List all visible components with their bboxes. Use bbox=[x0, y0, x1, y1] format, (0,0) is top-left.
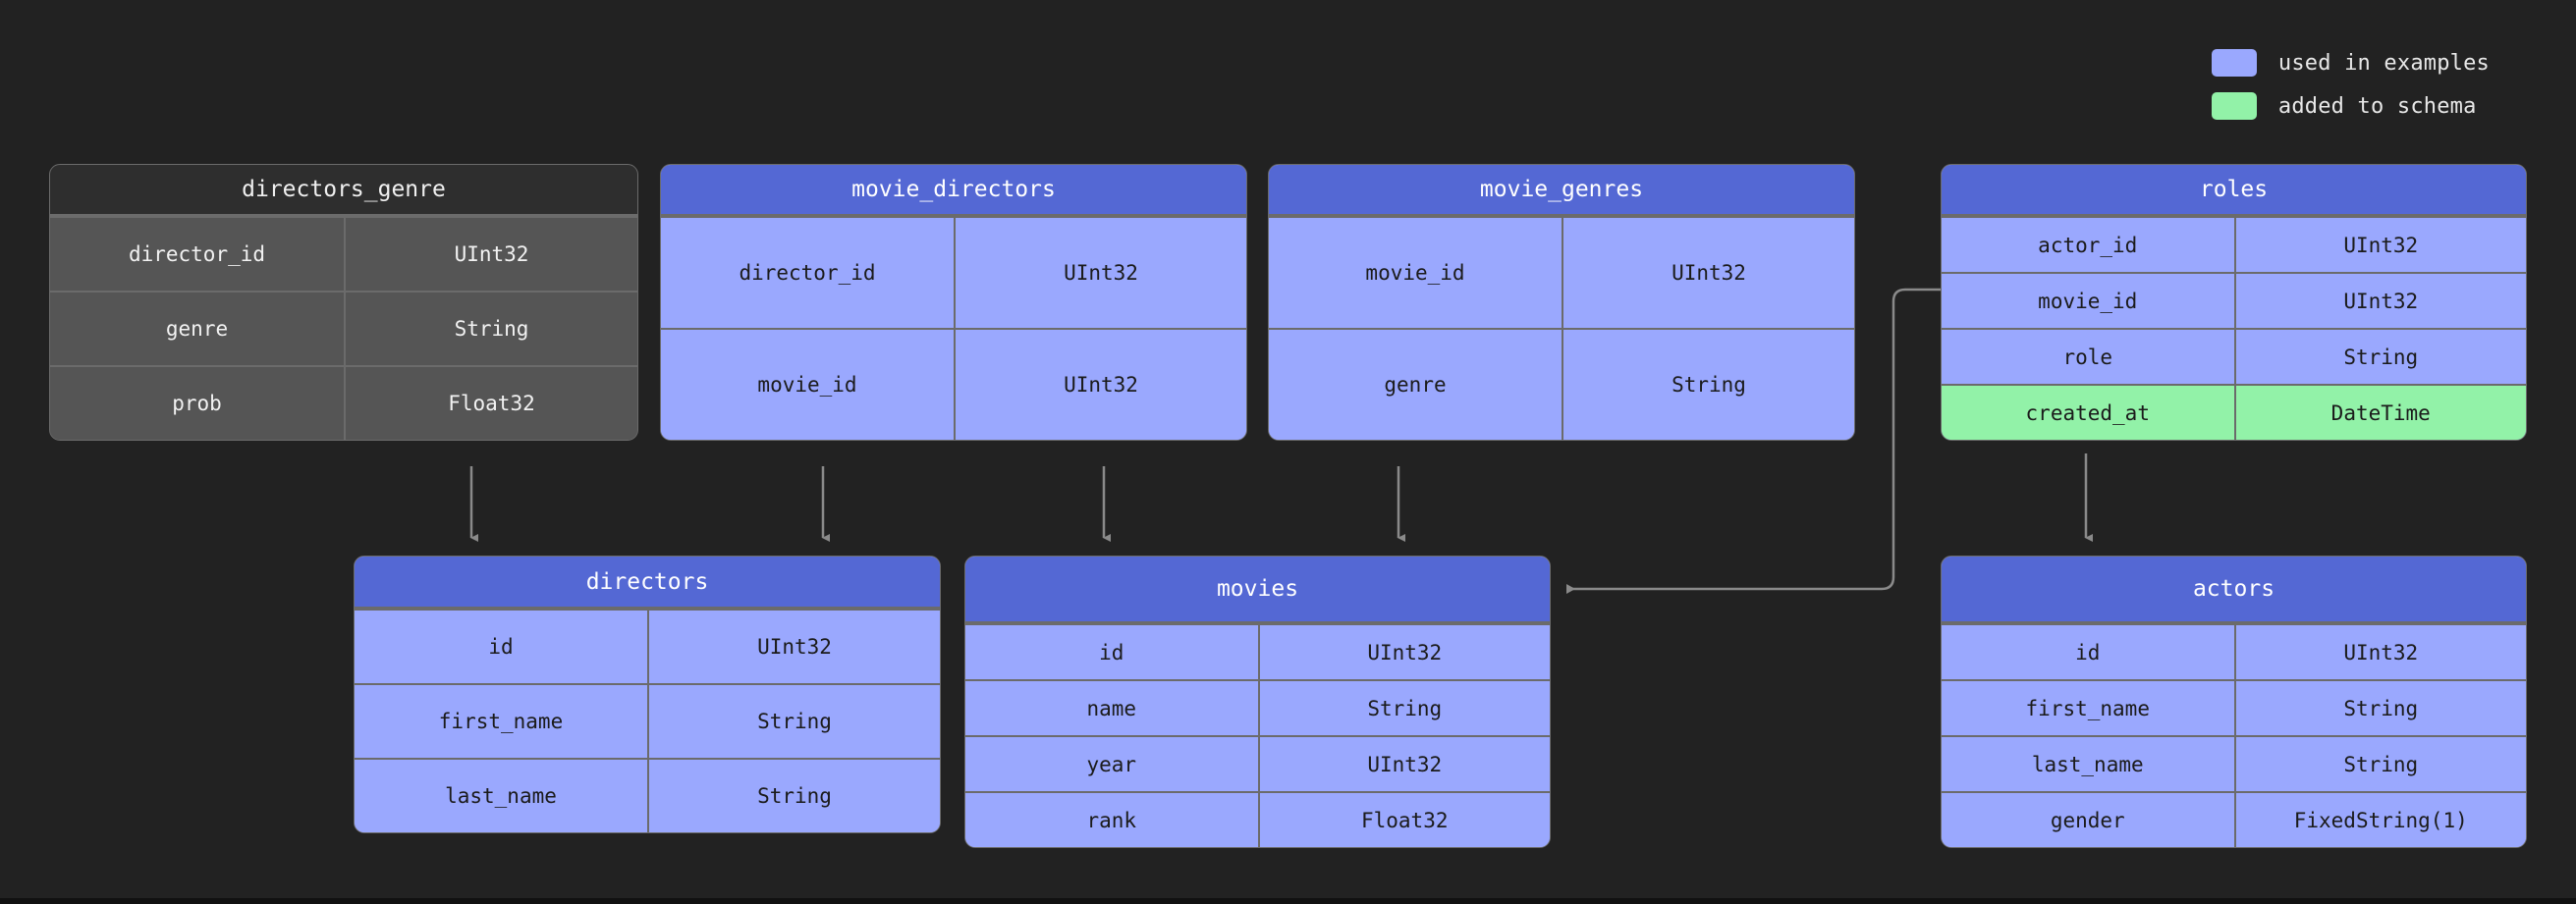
column-name: movie_id bbox=[661, 330, 954, 440]
column-type: String bbox=[647, 685, 940, 758]
column-type: UInt32 bbox=[1257, 625, 1550, 679]
column-name: id bbox=[355, 611, 647, 683]
table-row[interactable]: first_name String bbox=[355, 683, 940, 758]
table-movies[interactable]: movies id UInt32 name String year UInt32… bbox=[964, 556, 1551, 848]
column-type: UInt32 bbox=[647, 611, 940, 683]
table-row[interactable]: id UInt32 bbox=[355, 609, 940, 683]
table-movie-directors[interactable]: movie_directors director_id UInt32 movie… bbox=[660, 164, 1247, 441]
table-row[interactable]: director_id UInt32 bbox=[661, 216, 1246, 328]
column-name: role bbox=[1942, 330, 2234, 384]
legend-item-used-in-examples: used in examples bbox=[2211, 49, 2490, 77]
column-type: String bbox=[344, 292, 637, 365]
table-title-movie-directors: movie_directors bbox=[661, 165, 1246, 216]
table-row[interactable]: id UInt32 bbox=[1942, 623, 2526, 679]
column-name: last_name bbox=[1942, 737, 2234, 791]
column-name: created_at bbox=[1942, 386, 2234, 440]
table-row[interactable]: gender FixedString(1) bbox=[1942, 791, 2526, 847]
table-directors-genre[interactable]: directors_genre director_id UInt32 genre… bbox=[49, 164, 638, 441]
column-name: genre bbox=[50, 292, 344, 365]
table-actors[interactable]: actors id UInt32 first_name String last_… bbox=[1941, 556, 2527, 848]
table-title-roles: roles bbox=[1942, 165, 2526, 216]
column-name: movie_id bbox=[1942, 274, 2234, 328]
legend-label-added-to-schema: added to schema bbox=[2277, 93, 2477, 119]
column-name: id bbox=[965, 625, 1258, 679]
column-name: director_id bbox=[50, 218, 344, 291]
table-row[interactable]: role String bbox=[1942, 328, 2526, 384]
column-name: actor_id bbox=[1942, 218, 2234, 272]
table-row[interactable]: director_id UInt32 bbox=[50, 216, 637, 291]
table-row[interactable]: first_name String bbox=[1942, 679, 2526, 735]
column-name: rank bbox=[965, 793, 1258, 847]
column-name: gender bbox=[1942, 793, 2234, 847]
table-row-highlighted[interactable]: created_at DateTime bbox=[1942, 384, 2526, 440]
column-name: first_name bbox=[1942, 681, 2234, 735]
table-row[interactable]: movie_id UInt32 bbox=[1942, 272, 2526, 328]
column-name: prob bbox=[50, 367, 344, 440]
column-type: String bbox=[1562, 330, 1854, 440]
legend-item-added-to-schema: added to schema bbox=[2211, 92, 2477, 120]
column-type: String bbox=[2233, 737, 2526, 791]
column-type: String bbox=[647, 760, 940, 832]
column-type: UInt32 bbox=[2233, 625, 2526, 679]
column-type: UInt32 bbox=[1257, 737, 1550, 791]
column-type: Float32 bbox=[344, 367, 637, 440]
color-swatch-icon-blue bbox=[2211, 49, 2257, 77]
column-name: genre bbox=[1269, 330, 1562, 440]
table-row[interactable]: last_name String bbox=[355, 758, 940, 832]
column-type: UInt32 bbox=[2233, 218, 2526, 272]
column-type: String bbox=[2233, 330, 2526, 384]
table-title-actors: actors bbox=[1942, 557, 2526, 623]
column-type: UInt32 bbox=[954, 330, 1246, 440]
legend-label-used-in-examples: used in examples bbox=[2277, 50, 2490, 76]
column-name: last_name bbox=[355, 760, 647, 832]
table-title-movies: movies bbox=[965, 557, 1550, 623]
table-row[interactable]: last_name String bbox=[1942, 735, 2526, 791]
column-type: String bbox=[2233, 681, 2526, 735]
column-type: DateTime bbox=[2233, 386, 2526, 440]
bottom-edge-strip bbox=[0, 898, 2576, 904]
column-type: FixedString(1) bbox=[2233, 793, 2526, 847]
column-type: UInt32 bbox=[1562, 218, 1854, 328]
column-type: UInt32 bbox=[344, 218, 637, 291]
table-title-directors-genre: directors_genre bbox=[50, 165, 637, 216]
table-row[interactable]: id UInt32 bbox=[965, 623, 1550, 679]
table-row[interactable]: name String bbox=[965, 679, 1550, 735]
table-row[interactable]: prob Float32 bbox=[50, 365, 637, 440]
column-name: id bbox=[1942, 625, 2234, 679]
column-name: first_name bbox=[355, 685, 647, 758]
table-row[interactable]: actor_id UInt32 bbox=[1942, 216, 2526, 272]
column-name: director_id bbox=[661, 218, 954, 328]
table-roles[interactable]: roles actor_id UInt32 movie_id UInt32 ro… bbox=[1941, 164, 2527, 441]
column-type: Float32 bbox=[1257, 793, 1550, 847]
legend: used in examples added to schema bbox=[2211, 49, 2490, 120]
table-row[interactable]: genre String bbox=[50, 291, 637, 365]
table-row[interactable]: rank Float32 bbox=[965, 791, 1550, 847]
column-name: name bbox=[965, 681, 1258, 735]
column-type: String bbox=[1257, 681, 1550, 735]
table-row[interactable]: year UInt32 bbox=[965, 735, 1550, 791]
table-row[interactable]: genre String bbox=[1269, 328, 1854, 440]
column-name: movie_id bbox=[1269, 218, 1562, 328]
table-row[interactable]: movie_id UInt32 bbox=[1269, 216, 1854, 328]
table-row[interactable]: movie_id UInt32 bbox=[661, 328, 1246, 440]
column-name: year bbox=[965, 737, 1258, 791]
color-swatch-icon-green bbox=[2211, 92, 2257, 120]
table-movie-genres[interactable]: movie_genres movie_id UInt32 genre Strin… bbox=[1268, 164, 1855, 441]
table-title-movie-genres: movie_genres bbox=[1269, 165, 1854, 216]
table-directors[interactable]: directors id UInt32 first_name String la… bbox=[354, 556, 941, 833]
column-type: UInt32 bbox=[954, 218, 1246, 328]
column-type: UInt32 bbox=[2233, 274, 2526, 328]
table-title-directors: directors bbox=[355, 557, 940, 609]
